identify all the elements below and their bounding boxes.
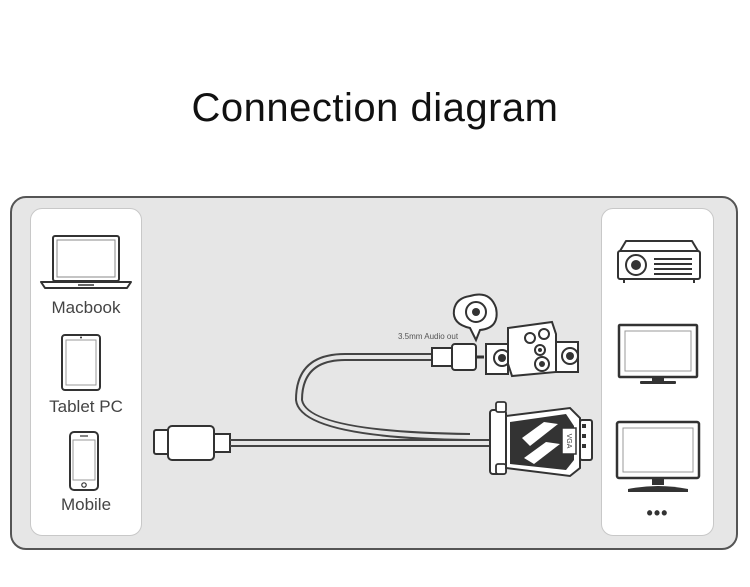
macbook-label: Macbook — [51, 298, 121, 317]
mobile-label: Mobile — [60, 495, 112, 514]
tv-icon — [615, 420, 701, 492]
audio-port-callout-icon — [452, 293, 498, 343]
svg-text:VGA: VGA — [565, 434, 572, 449]
diagram-title: Connection diagram — [191, 86, 559, 130]
laptop-icon — [40, 235, 132, 289]
audio-out-label: 3.5mm Audio out — [398, 332, 459, 341]
monitor-icon — [617, 323, 699, 384]
speakers-icon — [485, 320, 579, 378]
more-devices-indicator: ••• — [646, 503, 669, 523]
tablet-pc-label: Tablet PC — [49, 397, 123, 416]
audio-jack-plug-icon — [431, 343, 484, 371]
tablet-icon — [61, 334, 101, 391]
projector-icon — [617, 240, 701, 283]
vga-connector-icon: VGA — [489, 401, 593, 478]
cable-diagram: VGA — [153, 293, 593, 478]
usb-c-plug-icon — [153, 425, 231, 461]
phone-icon — [69, 431, 99, 491]
